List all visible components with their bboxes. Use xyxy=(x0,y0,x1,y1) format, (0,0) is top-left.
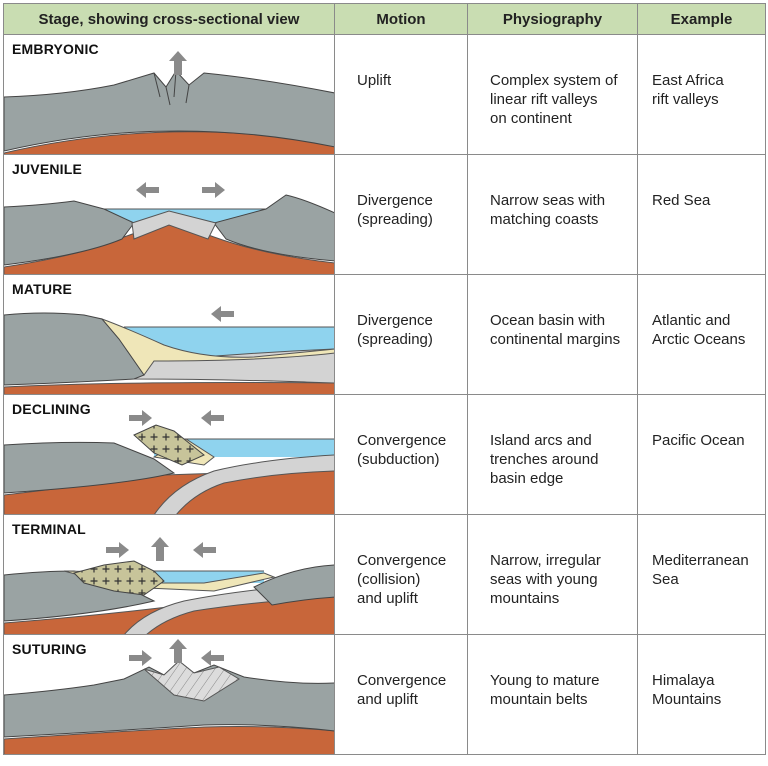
header-stage: Stage, showing cross-sectional view xyxy=(3,3,335,35)
motion-cell: Uplift xyxy=(334,34,468,155)
header-row: Stage, showing cross-sectional view Moti… xyxy=(3,3,766,35)
subducting-slab xyxy=(124,584,305,634)
table-row: TERMINAL Convergence (collision) and upl… xyxy=(3,514,766,635)
juvenile-cross-section xyxy=(4,182,334,274)
left-arrow xyxy=(193,542,216,558)
uplift-arrow xyxy=(151,537,169,561)
table-row: MATURE Divergence (spreading) Ocean basi… xyxy=(3,274,766,395)
suture-zone xyxy=(143,660,240,702)
motion-cell: Convergence (subduction) xyxy=(334,394,468,515)
continental-crust xyxy=(4,70,334,152)
uplift-arrow xyxy=(169,639,187,663)
right-arrow xyxy=(129,410,152,426)
young-mountains xyxy=(73,560,165,596)
motion-cell: Divergence (spreading) xyxy=(334,154,468,275)
continent xyxy=(4,441,176,494)
stage-label: EMBRYONIC xyxy=(12,41,99,57)
left-arrow xyxy=(136,182,159,198)
suturing-cross-section xyxy=(4,639,334,754)
stage-label: MATURE xyxy=(12,281,73,297)
example-cell: East Africa rift valleys xyxy=(637,34,766,155)
physiography-cell: Young to mature mountain belts xyxy=(467,634,638,755)
stage-cell-juvenile: JUVENILE xyxy=(3,154,335,275)
subducting-slab xyxy=(154,454,334,514)
stage-label: TERMINAL xyxy=(12,521,86,537)
terminal-cross-section xyxy=(4,537,334,634)
example-cell: Mediterranean Sea xyxy=(637,514,766,635)
left-arrow xyxy=(201,650,224,666)
stage-cell-declining: DECLINING xyxy=(3,394,335,515)
table-row: DECLINING Convergence (subduction) Islan… xyxy=(3,394,766,515)
stage-label: DECLINING xyxy=(12,401,91,417)
spreading-arrow xyxy=(211,306,234,322)
table-row: JUVENILE Divergence (spreading) Narrow s… xyxy=(3,154,766,275)
motion-cell: Convergence (collision) and uplift xyxy=(334,514,468,635)
physiography-cell: Narrow seas with matching coasts xyxy=(467,154,638,275)
stage-label: SUTURING xyxy=(12,641,87,657)
right-arrow xyxy=(202,182,225,198)
mantle xyxy=(4,382,334,394)
declining-cross-section xyxy=(4,410,334,514)
motion-cell: Convergence and uplift xyxy=(334,634,468,755)
table-row: EMBRYONIC Uplift Complex system of linea… xyxy=(3,34,766,155)
right-continent xyxy=(213,194,334,262)
physiography-cell: Island arcs and trenches around basin ed… xyxy=(467,394,638,515)
motion-cell: Divergence (spreading) xyxy=(334,274,468,395)
mature-cross-section xyxy=(4,306,334,394)
physiography-cell: Narrow, irregular seas with young mounta… xyxy=(467,514,638,635)
stage-cell-embryonic: EMBRYONIC xyxy=(3,34,335,155)
physiography-cell: Complex system of linear rift valleys on… xyxy=(467,34,638,155)
right-arrow xyxy=(129,650,152,666)
example-cell: Himalaya Mountains xyxy=(637,634,766,755)
right-continent xyxy=(253,564,334,606)
embryonic-cross-section xyxy=(4,51,334,154)
rift-fault xyxy=(153,70,190,106)
left-arrow xyxy=(201,410,224,426)
stage-cell-suturing: SUTURING xyxy=(3,634,335,755)
continent xyxy=(4,312,145,386)
island-arc xyxy=(133,424,205,466)
stage-label: JUVENILE xyxy=(12,161,83,177)
left-continent xyxy=(4,200,135,266)
header-example: Example xyxy=(637,3,766,35)
tectonic-stages-table: Stage, showing cross-sectional view Moti… xyxy=(3,3,766,755)
uplift-arrow xyxy=(169,51,187,75)
header-motion: Motion xyxy=(334,3,468,35)
example-cell: Pacific Ocean xyxy=(637,394,766,515)
example-cell: Atlantic and Arctic Oceans xyxy=(637,274,766,395)
header-physiography: Physiography xyxy=(467,3,638,35)
stage-cell-mature: MATURE xyxy=(3,274,335,395)
continental-crust xyxy=(4,660,334,738)
physiography-cell: Ocean basin with continental margins xyxy=(467,274,638,395)
right-arrow xyxy=(106,542,129,558)
table-row: SUTURING Convergence and uplift Young to… xyxy=(3,634,766,755)
oceanic-crust xyxy=(131,210,217,240)
stage-cell-terminal: TERMINAL xyxy=(3,514,335,635)
example-cell: Red Sea xyxy=(637,154,766,275)
mantle xyxy=(4,726,334,754)
